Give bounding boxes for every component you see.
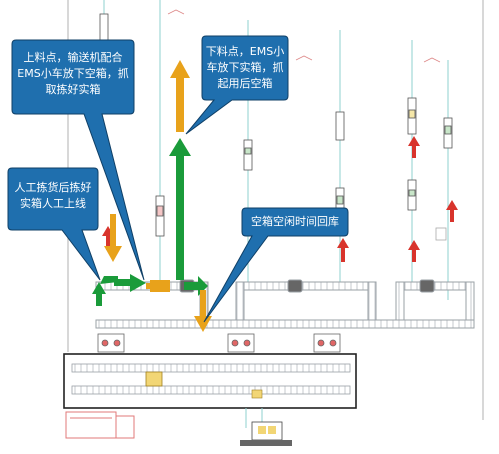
ems-carrier-light [408,189,416,197]
red-arrow-up [446,200,458,222]
ems-carrier [335,111,345,141]
red-direction-arrows [102,136,458,262]
orange-arrow-down [194,290,212,332]
callout-manual-picking [7,167,101,281]
green-arrow-corner [100,276,118,284]
rail-marker [167,9,185,15]
storage-area [63,353,357,409]
orange-arrow-up [170,60,190,132]
red-arrow-up [408,240,420,262]
ems-carrier-light [408,109,416,119]
red-arrow-up [408,136,420,158]
callout-empty-return [203,207,349,323]
storage-crane [145,371,163,387]
ems-carrier-light [444,125,452,135]
orange-arrow-segment [150,280,170,292]
ems-carrier-light [336,195,344,205]
green-arrow-up [169,138,191,280]
callout-loading-point [11,39,145,281]
rail-marker [435,227,447,241]
green-arrow-right [114,274,146,292]
ems-carrier-light [244,147,252,155]
orange-flow-arrows [104,60,212,332]
lift-stations [97,333,341,353]
exit-dock [240,408,292,446]
green-arrow-up [92,282,106,306]
ems-carriers [99,13,453,237]
storage-crane [251,389,263,399]
ems-carrier-light [156,205,164,217]
callout-unloading-point [185,35,289,135]
rail-marker [423,57,441,63]
truck-icon [65,411,135,439]
ems-carrier [99,13,109,41]
rail-marker [295,55,313,61]
rail-markers [167,9,447,241]
red-arrow-up [337,238,349,262]
orange-arrow-down [104,214,122,262]
ems-carrier [243,139,253,171]
